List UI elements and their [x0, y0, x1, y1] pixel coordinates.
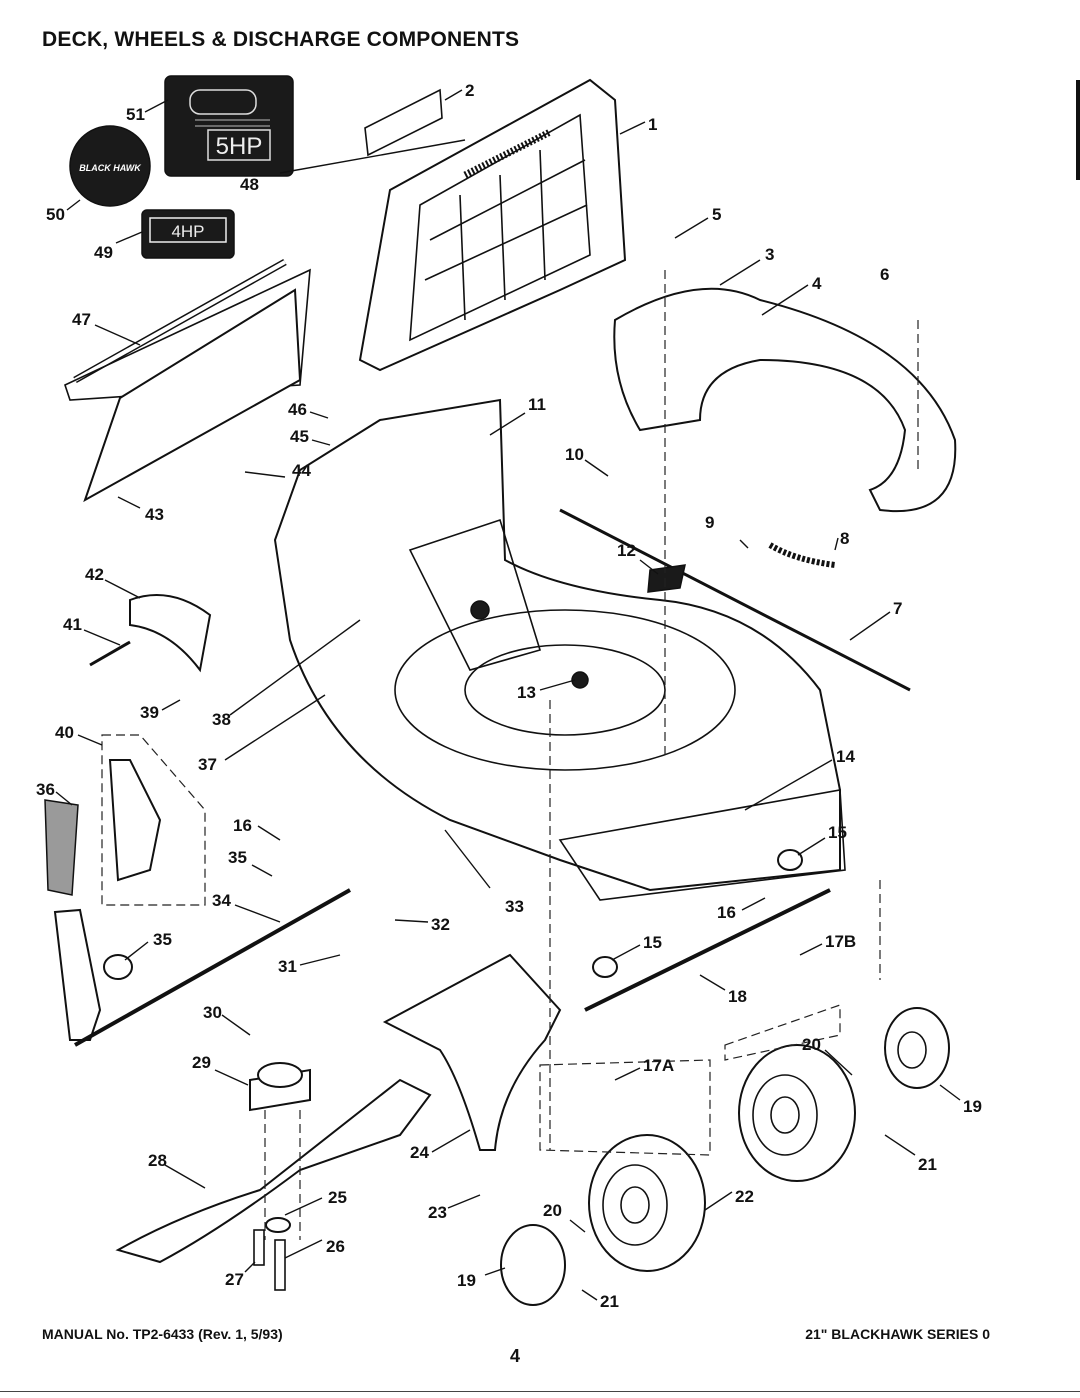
- callout-label: 18: [728, 987, 747, 1006]
- callout-label: 15: [828, 823, 847, 842]
- rear-flap-and-rod: [64, 258, 311, 503]
- callout-label: 35: [153, 930, 172, 949]
- callout-label: 24: [410, 1143, 429, 1162]
- decal-5hp-text: 5HP: [216, 133, 263, 160]
- callout-label: 51: [126, 105, 145, 124]
- callout-label: 13: [517, 683, 536, 702]
- callout-label: 30: [203, 1003, 222, 1022]
- callout-label: 11: [528, 395, 546, 414]
- callout-label: 20: [802, 1035, 821, 1054]
- hub-caps: [500, 1007, 950, 1306]
- callout-label: 37: [198, 755, 217, 774]
- callout-label: 16: [233, 816, 252, 835]
- callout-label: 10: [565, 445, 584, 464]
- callout-label: 17B: [825, 932, 856, 951]
- callout-label: 43: [145, 505, 164, 524]
- blade-assembly: [115, 1062, 432, 1291]
- callout-label: 46: [288, 400, 307, 419]
- callout-label: 47: [72, 310, 91, 329]
- callout-label: 20: [543, 1201, 562, 1220]
- callout-label: 48: [240, 175, 259, 194]
- callout-label: 44: [292, 461, 311, 480]
- callout-label: 22: [735, 1187, 754, 1206]
- callout-label: 45: [290, 427, 309, 446]
- callout-label: 1: [648, 115, 657, 134]
- callout-label: 5: [712, 205, 721, 224]
- scan-edge-mark: [1076, 80, 1080, 180]
- callout-label: 17A: [643, 1056, 674, 1075]
- callout-label: 25: [328, 1188, 347, 1207]
- callout-label: 15: [643, 933, 662, 952]
- callout-label: 9: [705, 513, 714, 532]
- decal-5hp: 5HP: [164, 75, 294, 177]
- page-number: 4: [510, 1346, 521, 1366]
- callout-label: 33: [505, 897, 524, 916]
- callout-label: 42: [85, 565, 104, 584]
- callout-label: 8: [840, 529, 849, 548]
- callout-label: 29: [192, 1053, 211, 1072]
- bottom-rule: [0, 1391, 1080, 1392]
- callout-label: 34: [212, 891, 231, 910]
- callout-label: 35: [228, 848, 247, 867]
- rear-deflector: [382, 953, 562, 1151]
- callout-label: 6: [880, 265, 889, 284]
- decal-4hp-text: 4HP: [171, 222, 204, 241]
- side-discharge-chute: [613, 287, 957, 513]
- decal-4hp: 4HP: [141, 209, 235, 259]
- callout-label: 26: [326, 1237, 345, 1256]
- callout-label: 27: [225, 1270, 244, 1289]
- callout-label: 19: [963, 1097, 982, 1116]
- callout-label: 21: [918, 1155, 937, 1174]
- rear-door-assembly: [358, 78, 627, 372]
- callout-label: 19: [457, 1271, 476, 1290]
- page-title: DECK, WHEELS & DISCHARGE COMPONENTS: [42, 28, 520, 51]
- front-wheel: [588, 1134, 706, 1272]
- callout-label: 31: [278, 957, 297, 976]
- manual-number: MANUAL No. TP2-6433 (Rev. 1, 5/93): [42, 1326, 283, 1342]
- callout-label: 49: [94, 243, 113, 262]
- callout-label: 16: [717, 903, 736, 922]
- rear-height-adjust: [44, 594, 351, 1047]
- assembly-guide-lines: [264, 270, 919, 1240]
- callout-label: 28: [148, 1151, 167, 1170]
- rear-wheel: [738, 1044, 856, 1182]
- decal-logo-text: BLACK HAWK: [79, 163, 142, 173]
- callout-label: 40: [55, 723, 74, 742]
- callout-label: 7: [893, 599, 902, 618]
- callouts: 1 2 3 4 5 6 7 8 9 10 11 12 13 14 15 15 1…: [36, 81, 982, 1311]
- callout-label: 36: [36, 780, 55, 799]
- front-axle-assembly: [559, 508, 911, 1012]
- door-label-decal: [364, 88, 443, 157]
- callout-label: 2: [465, 81, 474, 100]
- mower-deck: [273, 398, 846, 901]
- callout-label: 4: [812, 274, 822, 293]
- callout-label: 41: [63, 615, 82, 634]
- callout-label: 23: [428, 1203, 447, 1222]
- decal-black-hawk-logo: BLACK HAWK: [69, 125, 151, 207]
- series-name: 21" BLACKHAWK SERIES 0: [805, 1326, 990, 1342]
- callout-label: 21: [600, 1292, 619, 1311]
- callout-label: 14: [836, 747, 855, 766]
- callout-label: 39: [140, 703, 159, 722]
- callout-label: 12: [617, 541, 636, 560]
- callout-label: 32: [431, 915, 450, 934]
- callout-label: 38: [212, 710, 231, 729]
- callout-label: 3: [765, 245, 774, 264]
- callout-label: 50: [46, 205, 65, 224]
